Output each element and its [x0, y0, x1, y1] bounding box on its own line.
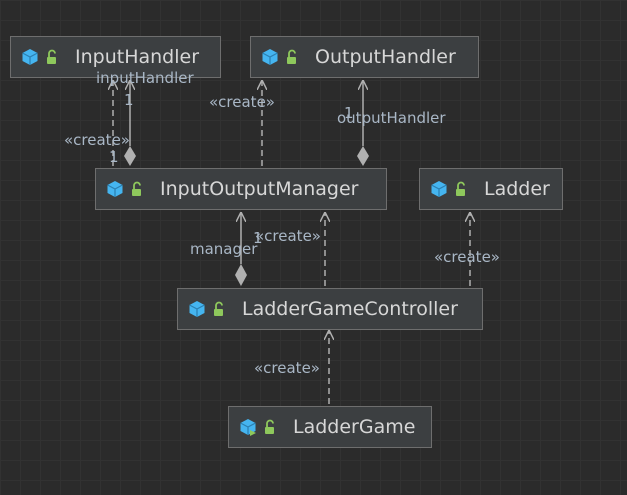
multiplicity-label-input-handler: 1	[124, 91, 134, 109]
composition-diamond-manager	[235, 264, 247, 286]
multiplicity-label-manager: 1	[253, 229, 263, 247]
class-name-input-handler: InputHandler	[75, 46, 200, 68]
public-lock-icon	[456, 181, 465, 196]
role-label-manager: manager	[190, 240, 258, 258]
class-cube-icon	[107, 181, 123, 197]
class-cube-icon	[262, 49, 278, 65]
class-node-ladder-game-controller[interactable]: LadderGameController	[177, 288, 483, 330]
class-node-input-handler[interactable]: InputHandler	[10, 36, 221, 78]
class-name-output-handler: OutputHandler	[315, 46, 456, 68]
create-label-game-to-controller: «create»	[254, 359, 320, 377]
class-cube-icon	[189, 301, 205, 317]
role-label-output-handler: outputHandler	[337, 109, 446, 127]
class-name-input-output-manager: InputOutputManager	[160, 178, 359, 200]
class-node-output-handler[interactable]: OutputHandler	[250, 36, 479, 78]
class-name-ladder: Ladder	[484, 178, 550, 200]
public-lock-icon	[214, 301, 223, 316]
role-label-input-handler: inputHandler	[96, 69, 194, 87]
class-name-ladder-game: LadderGame	[293, 416, 416, 438]
class-cube-icon	[431, 181, 447, 197]
public-lock-icon	[287, 49, 296, 64]
class-node-ladder[interactable]: Ladder	[419, 168, 563, 210]
create-label-controller-to-iom: «create»	[255, 227, 321, 245]
class-name-ladder-game-controller: LadderGameController	[242, 298, 458, 320]
public-lock-icon	[132, 181, 141, 196]
class-node-input-output-manager[interactable]: InputOutputManager	[95, 168, 387, 210]
composition-diamond-outputhandler	[357, 146, 369, 166]
create-label-controller-to-ladder: «create»	[434, 248, 500, 266]
main-class-cube-icon	[240, 419, 256, 436]
class-cube-icon	[22, 49, 38, 65]
composition-diamond-inputhandler	[124, 146, 136, 166]
multiplicity-label-output-handler: 1	[344, 104, 354, 122]
create-label-iom-to-outputhandler: «create»	[209, 93, 275, 111]
public-lock-icon	[47, 49, 56, 64]
class-node-ladder-game[interactable]: LadderGame	[228, 406, 432, 448]
public-lock-icon	[265, 419, 274, 434]
create-label-iom-to-inputhandler: «create»	[64, 131, 130, 149]
multiplicity-label-create-input: 1	[109, 148, 119, 166]
